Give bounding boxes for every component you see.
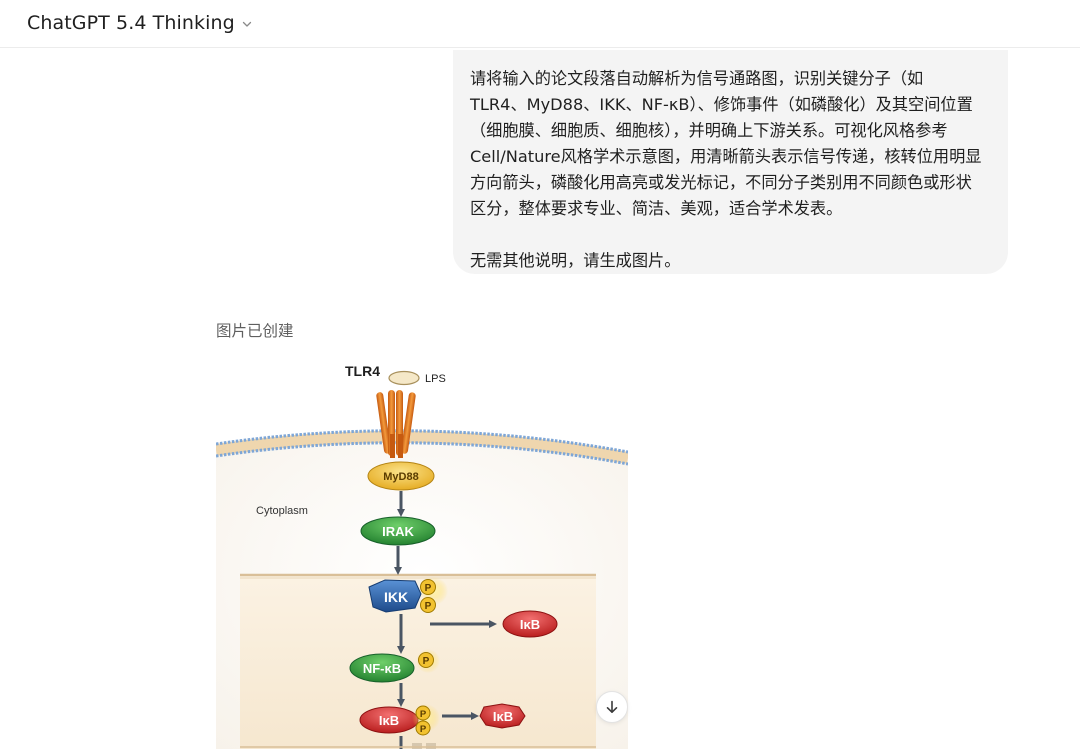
user-message-text: 请将输入的论文段落自动解析为信号通路图，识别关键分子（如 TLR4、MyD88、…: [470, 66, 992, 274]
ikb-label: IκB: [520, 617, 540, 632]
message-line: 区分，整体要求专业、简洁、美观，适合学术发表。: [470, 199, 843, 218]
phospho-label: P: [420, 709, 427, 720]
ikk-label: IKK: [384, 589, 408, 605]
phospho-ikb-1: [415, 705, 431, 721]
irak-node: [360, 516, 436, 546]
message-line: 方向箭头，磷酸化用高亮或发光标记，不同分子类别用不同颜色或形状: [470, 173, 972, 192]
ikb-label: IκB: [493, 709, 513, 724]
phospho-ikb-2: [415, 720, 431, 736]
model-name: ChatGPT 5.4 Thinking: [27, 12, 235, 34]
lps-label: LPS: [425, 373, 446, 385]
phospho-ikk-2: [420, 597, 436, 613]
model-selector[interactable]: ChatGPT 5.4 Thinking: [27, 10, 253, 36]
tlr4-label: TLR4: [345, 363, 380, 379]
phospho-nfkb: [418, 652, 434, 668]
cell-membrane: [216, 429, 628, 466]
image-created-label: 图片已创建: [216, 322, 294, 340]
message-line: 请将输入的论文段落自动解析为信号通路图，识别关键分子（如: [470, 69, 924, 88]
arrow-down-icon: [606, 700, 618, 713]
message-line: TLR4、MyD88、IKK、NF-κB）、修饰事件（如磷酸化）及其空间位置: [470, 95, 973, 114]
message-line: 无需其他说明，请生成图片。: [470, 251, 681, 270]
nfkb-node: [349, 653, 415, 683]
chevron-down-icon: [242, 21, 251, 27]
lps-ligand: [388, 370, 420, 386]
myd88-label: MyD88: [383, 471, 418, 483]
top-bar: ChatGPT 5.4 Thinking: [0, 0, 1080, 48]
phospho-label: P: [425, 601, 432, 612]
phospho-label: P: [425, 583, 432, 594]
nfkb-label: NF-κB: [363, 661, 401, 676]
cytoplasm-label: Cytoplasm: [256, 505, 308, 517]
ikb-degraded-node: [479, 703, 526, 729]
message-line: Cell/Nature风格学术示意图，用清晰箭头表示信号传递，核转位用明显: [470, 147, 982, 166]
message-line: （细胞膜、细胞质、细胞核），并明确上下游关系。可视化风格参考: [470, 121, 948, 140]
scroll-down-button[interactable]: [596, 691, 628, 723]
ikb-label: IκB: [379, 713, 399, 728]
generated-image[interactable]: TLR4 LPS Cytoplasm MyD88 IRAK IKK P P Iκ…: [216, 350, 628, 749]
phospho-label: P: [423, 656, 430, 667]
ikk-node: [368, 579, 422, 613]
myd88-node: [367, 461, 435, 491]
phospho-label: P: [420, 724, 427, 735]
user-message-bubble: 请将输入的论文段落自动解析为信号通路图，识别关键分子（如 TLR4、MyD88、…: [453, 50, 1008, 274]
irak-label: IRAK: [382, 524, 414, 539]
ikb-node: [502, 610, 558, 638]
signaling-pathway-diagram: TLR4 LPS Cytoplasm MyD88 IRAK IKK P P Iκ…: [216, 350, 628, 749]
tlr4-receptor: [376, 390, 416, 458]
phospho-ikk-1: [420, 579, 436, 595]
